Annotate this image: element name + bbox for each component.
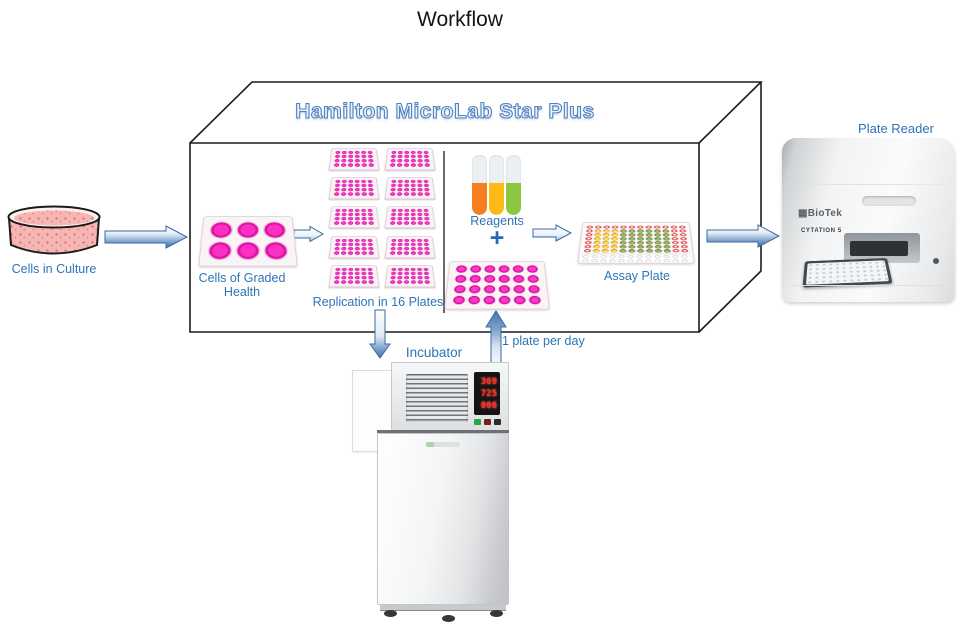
plate-wells: [388, 238, 432, 255]
assay-plate-skirt: [580, 253, 692, 262]
incubator-foot: [490, 610, 503, 617]
reader-plate-slot: [844, 233, 920, 263]
machine-title: Hamilton MicroLab Star Plus: [295, 99, 595, 123]
reader-plate-tray: [802, 258, 893, 288]
reagent-tube-green: [506, 155, 521, 215]
twentyfour-well-plate: [444, 260, 550, 310]
incubator-buttons: [474, 419, 501, 425]
label-one-plate-per-day: 1 plate per day: [502, 334, 585, 348]
replication-plate: [384, 235, 436, 258]
label-incubator: Incubator: [405, 345, 463, 360]
incubator-base: [380, 605, 506, 611]
arrow-right-icon: [706, 224, 781, 248]
replication-plate: [384, 206, 436, 229]
label-cells-in-culture: Cells in Culture: [11, 262, 97, 276]
incubator-display: 369 725 006: [474, 372, 500, 415]
replication-plate: [328, 206, 380, 229]
display-value: 369: [480, 376, 497, 387]
incubator-foot: [442, 615, 455, 622]
label-cells-of-graded-health: Cells of Graded Health: [198, 271, 286, 299]
tube-liquid: [506, 183, 521, 215]
arrow-right-icon: [104, 225, 189, 249]
dark-button: [494, 419, 501, 425]
plate-wells: [388, 179, 432, 197]
label-reagents: Reagents: [470, 214, 524, 228]
plate-wells: [332, 150, 376, 168]
machine-box-outline: [189, 81, 763, 333]
assay-plate: [577, 222, 695, 264]
label-plate-reader: Plate Reader: [858, 121, 934, 136]
replication-plate: [328, 177, 380, 200]
replication-plate: [328, 148, 380, 171]
label-assay-plate: Assay Plate: [603, 269, 670, 283]
reader-base-seam: [790, 285, 946, 286]
red-button: [484, 419, 491, 425]
incubator-logo: [426, 442, 460, 447]
replication-plate: [384, 148, 436, 171]
six-well-plate-wells: [205, 220, 291, 262]
replication-plate: [384, 264, 436, 288]
plate-wells: [332, 238, 376, 255]
plate-wells: [388, 267, 432, 285]
plate-wells: [450, 264, 544, 306]
plate-wells: [388, 150, 432, 168]
display-value: 725: [480, 388, 497, 399]
replication-plate: [384, 177, 436, 200]
biotek-logo-mark: ▦: [798, 208, 808, 219]
tray-microplate: [805, 260, 889, 285]
display-value: 006: [480, 400, 497, 411]
replication-plate: [328, 235, 380, 258]
plate-wells: [388, 208, 432, 226]
cytation-model-label: CYTATION 5: [801, 228, 842, 234]
arrow-down-icon: [369, 309, 391, 359]
assay-green-wells: [618, 229, 672, 253]
reader-slot-opening: [850, 241, 908, 256]
reader-power-button: [933, 258, 939, 264]
incubator-cabinet: [377, 433, 509, 605]
tube-liquid: [472, 183, 487, 215]
reader-handle: [862, 196, 916, 206]
plate-wells: [332, 179, 376, 197]
incubator-foot: [384, 610, 397, 617]
plus-icon: +: [489, 224, 505, 252]
green-button: [474, 419, 481, 425]
replication-plate-grid: [328, 146, 436, 288]
incubator-control-unit: 369 725 006: [391, 362, 509, 432]
replication-plate: [328, 264, 380, 288]
assay-yellow-wells: [591, 229, 620, 253]
label-replication: Replication in 16 Plates: [312, 295, 444, 309]
arrow-right-icon: [532, 224, 573, 242]
reagent-tube-yellow: [489, 155, 504, 215]
biotek-logo: ▦BioTek: [798, 208, 842, 219]
plate-reader-device: ▦BioTek CYTATION 5: [782, 138, 955, 302]
petri-dish: [7, 205, 101, 255]
six-well-plate: [198, 216, 298, 267]
arrow-right-icon: [293, 225, 325, 243]
incubator-seam: [377, 430, 509, 433]
plate-wells: [332, 267, 376, 285]
page-title: Workflow: [417, 8, 503, 31]
reader-lid-seam: [788, 184, 948, 185]
reagent-tube-orange: [472, 155, 487, 215]
plate-wells: [332, 208, 376, 226]
biotek-logo-text: BioTek: [807, 208, 843, 219]
tube-liquid: [489, 183, 504, 215]
incubator-vent-grille: [406, 374, 468, 422]
